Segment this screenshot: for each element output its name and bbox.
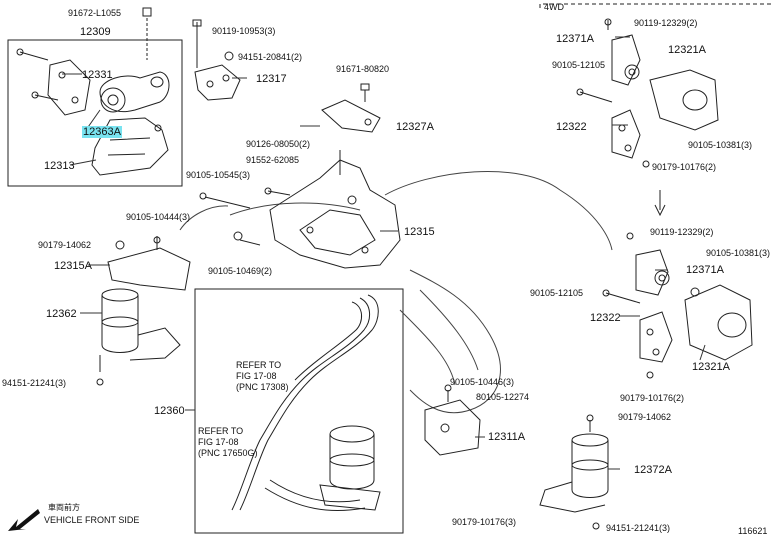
part-12360-hoses — [231, 294, 379, 512]
part-label[interactable]: 12362 — [46, 308, 77, 320]
part-label[interactable]: 91671-80820 — [336, 64, 390, 74]
refer-line: REFER TO — [198, 426, 244, 436]
part-label[interactable]: 12315A — [54, 260, 92, 272]
part-12371A-bottom — [626, 232, 670, 296]
transmission-outline — [179, 171, 613, 414]
part-label[interactable]: 90105-10446(3) — [450, 377, 515, 387]
part-label[interactable]: 90179-10176(3) — [452, 517, 517, 527]
bolt-group-mid — [153, 187, 291, 250]
refer-line: FIG 17-08 — [236, 371, 277, 381]
refer-line: REFER TO — [236, 360, 282, 370]
label-4wd: 4WD — [544, 2, 564, 12]
refer-line: FIG 17-08 — [198, 437, 239, 447]
refer-line: (PNC 17308) — [236, 382, 289, 392]
part-label[interactable]: 90179-14062 — [618, 412, 672, 422]
4wd-frame — [539, 3, 772, 8]
part-label[interactable]: 90105-10469(2) — [208, 266, 273, 276]
part-label[interactable]: 12360 — [154, 405, 185, 417]
part-label[interactable]: 94151-21241(3) — [2, 378, 67, 388]
inset-box-12309 — [7, 39, 183, 187]
part-label[interactable]: 90105-12105 — [552, 60, 606, 70]
part-label[interactable]: 90105-12105 — [530, 288, 584, 298]
down-arrow-icon — [654, 190, 666, 217]
part-label[interactable]: 90105-10545(3) — [186, 170, 251, 180]
part-12311A-body — [319, 425, 381, 511]
part-label[interactable]: 90119-10953(3) — [212, 26, 276, 36]
part-label[interactable]: 12372A — [634, 464, 672, 476]
part-label[interactable]: 12321A — [692, 361, 730, 373]
part-12315 — [269, 150, 401, 269]
part-12322-bottom — [602, 289, 673, 379]
part-label[interactable]: 12327A — [396, 121, 434, 133]
vehicle-front-arrow-icon — [8, 509, 40, 531]
part-label[interactable]: 12371A — [556, 33, 594, 45]
part-12322-top — [576, 88, 650, 168]
part-12363A-bushing — [99, 71, 170, 113]
front-label-en: VEHICLE FRONT SIDE — [44, 515, 140, 525]
inset-box-12360 — [194, 288, 404, 534]
part-label[interactable]: 90179-14062 — [38, 240, 92, 250]
bolt-group — [16, 7, 234, 101]
part-label: 94151-21241(3) — [606, 523, 671, 533]
part-label[interactable]: 12321A — [668, 44, 706, 56]
part-label[interactable]: 12322 — [556, 121, 587, 133]
part-label[interactable]: 12313 — [44, 160, 75, 172]
part-label[interactable]: 91672-L1055 — [68, 8, 122, 18]
part-label[interactable]: 90105-10444(3) — [126, 212, 191, 222]
part-label[interactable]: 12322 — [590, 312, 621, 324]
part-label[interactable]: 94151-20841(2) — [238, 52, 303, 62]
figure-id: 116621 — [738, 526, 768, 536]
part-12317 — [194, 64, 241, 101]
part-12327A — [321, 83, 381, 133]
part-12371A-top — [604, 18, 641, 86]
part-12315A — [107, 240, 191, 291]
part-label[interactable]: 12309 — [80, 26, 111, 38]
part-12311A — [424, 384, 481, 456]
selected-part-label[interactable]: 12363A — [82, 126, 122, 138]
part-label[interactable]: 90105-10381(3) — [706, 248, 771, 258]
front-label-jp: 車両前方 — [48, 503, 80, 512]
part-label[interactable]: 12331 — [82, 69, 113, 81]
part-12313 — [91, 117, 169, 176]
refer-note-17308: REFER TO FIG 17-08 (PNC 17308) — [236, 360, 289, 393]
part-label[interactable]: 12311A — [488, 431, 526, 443]
refer-line: (PNC 17650G) — [198, 448, 258, 458]
part-12331 — [47, 59, 91, 116]
part-label[interactable]: 90119-12329(2) — [650, 227, 714, 237]
part-12321A-top — [649, 69, 719, 131]
part-label[interactable]: 12317 — [256, 73, 287, 85]
refer-note-17650G: REFER TO FIG 17-08 (PNC 17650G) — [198, 426, 258, 459]
part-12372A — [539, 414, 609, 530]
part-label[interactable]: 90126-08050(2) — [246, 139, 311, 149]
part-label[interactable]: 90179-10176(2) — [620, 393, 685, 403]
part-label[interactable]: 12371A — [686, 264, 724, 276]
part-label[interactable]: 90179-10176(2) — [652, 162, 717, 172]
part-label[interactable]: 90119-12329(2) — [634, 18, 698, 28]
part-label[interactable]: 12315 — [404, 226, 435, 238]
part-label[interactable]: 91552-62085 — [246, 155, 300, 165]
part-label[interactable]: 90105-10381(3) — [688, 140, 753, 150]
part-12321A-bottom — [684, 284, 753, 361]
part-label[interactable]: 80105-12274 — [476, 392, 530, 402]
part-12362 — [96, 288, 181, 386]
